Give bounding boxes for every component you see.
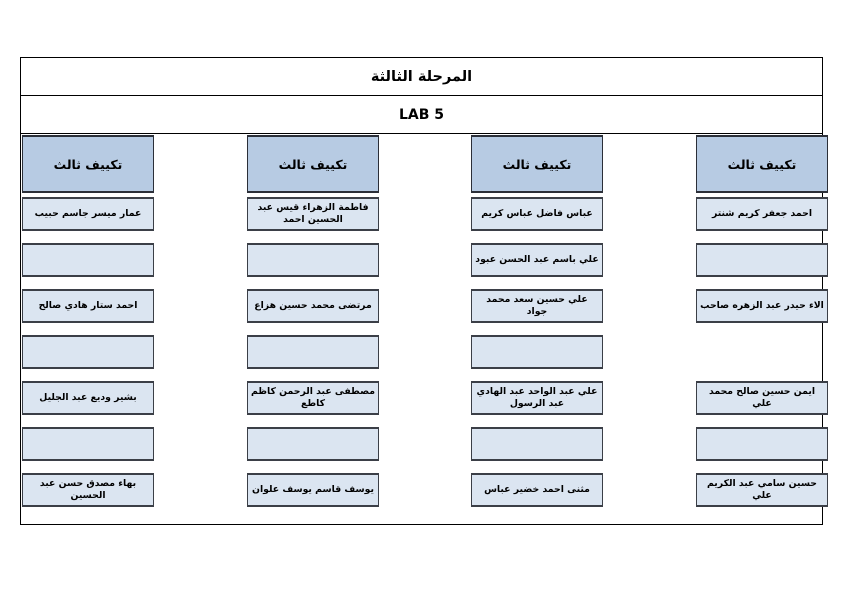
name-cell[interactable]: احمد ستار هادي صالح	[22, 289, 154, 323]
table-title-row: المرحلة الثالثة	[21, 58, 822, 96]
name-cell[interactable]: عباس فاضل عباس كريم	[471, 197, 603, 231]
column-header-4: تكييف ثالث	[696, 135, 828, 193]
name-cell[interactable]: عمار ميسر جاسم حبيب	[22, 197, 154, 231]
column-group-3: تكييف ثالث عباس فاضل عباس كريم علي باسم …	[471, 135, 603, 526]
name-cell[interactable]: بهاء مصدق حسن عبد الحسين	[22, 473, 154, 507]
name-cell[interactable]: مصطفى عبد الرحمن كاظم كاطع	[247, 381, 379, 415]
name-cell[interactable]: احمد جعفر كريم شنتر	[696, 197, 828, 231]
name-cell[interactable]: يوسف قاسم يوسف علوان	[247, 473, 379, 507]
page-title: المرحلة الثالثة	[370, 68, 473, 85]
columns-container: تكييف ثالث عمار ميسر جاسم حبيب احمد ستار…	[21, 135, 828, 526]
name-cell[interactable]	[696, 427, 828, 461]
name-cell[interactable]: علي باسم عبد الحسن عبود	[471, 243, 603, 277]
name-cell[interactable]: ايمن حسين صالح محمد علي	[696, 381, 828, 415]
name-cell[interactable]	[22, 335, 154, 369]
name-cell[interactable]: الاء حيدر عبد الزهره صاحب	[696, 289, 828, 323]
name-cell[interactable]	[471, 335, 603, 369]
name-cell[interactable]	[471, 427, 603, 461]
name-cell[interactable]: علي عبد الواحد عبد الهادي عبد الرسول	[471, 381, 603, 415]
name-cell[interactable]: فاطمة الزهراء قيس عبد الحسين احمد	[247, 197, 379, 231]
column-group-1: تكييف ثالث عمار ميسر جاسم حبيب احمد ستار…	[22, 135, 154, 526]
name-cell[interactable]	[696, 243, 828, 277]
name-cell[interactable]: مثنى احمد خضير عباس	[471, 473, 603, 507]
name-cell[interactable]	[247, 243, 379, 277]
name-cell[interactable]: بشير وديع عبد الجليل	[22, 381, 154, 415]
name-cell[interactable]	[247, 427, 379, 461]
schedule-table: المرحلة الثالثة LAB 5 تكييف ثالث عمار مي…	[20, 57, 828, 526]
name-cell[interactable]	[22, 427, 154, 461]
name-cell[interactable]: حسين سامي عبد الكريم علي	[696, 473, 828, 507]
column-header-2: تكييف ثالث	[247, 135, 379, 193]
lab-label: LAB 5	[398, 106, 445, 123]
table-subtitle-row: LAB 5	[21, 96, 822, 134]
column-header-1: تكييف ثالث	[22, 135, 154, 193]
name-cell[interactable]: مرتضى محمد حسين هزاع	[247, 289, 379, 323]
name-cell[interactable]	[22, 243, 154, 277]
name-cell[interactable]: علي حسين سعد محمد جواد	[471, 289, 603, 323]
column-group-2: تكييف ثالث فاطمة الزهراء قيس عبد الحسين …	[247, 135, 379, 526]
column-group-4: تكييف ثالث احمد جعفر كريم شنتر الاء حيدر…	[696, 135, 828, 526]
name-cell[interactable]	[247, 335, 379, 369]
column-header-3: تكييف ثالث	[471, 135, 603, 193]
